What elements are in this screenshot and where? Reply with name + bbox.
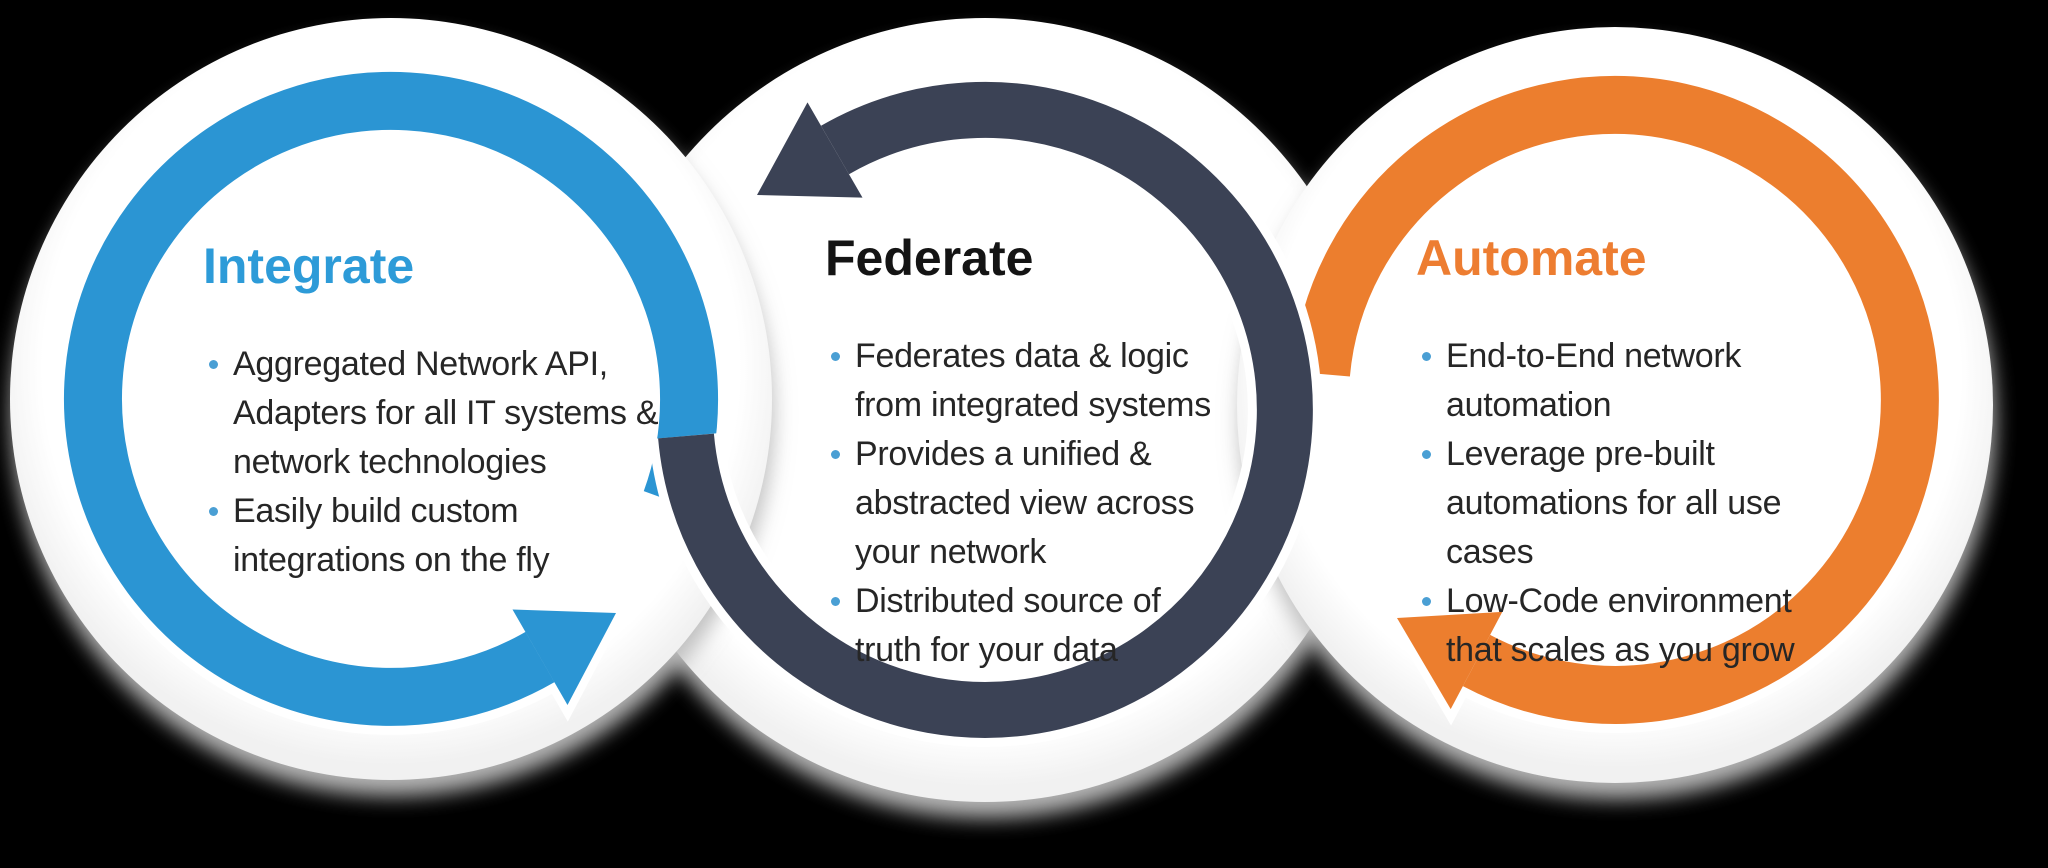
bullet-text: Federates data & logic from integrated s… <box>855 336 1211 424</box>
integrate-bullet-list: Aggregated Network API, Adapters for all… <box>203 340 763 585</box>
automate-ring-arrow <box>1283 66 1948 733</box>
bullet-text: Provides a unified & abstracted view acr… <box>855 434 1195 571</box>
bullet-item: Provides a unified & abstracted view acr… <box>825 430 1345 577</box>
bullet-dot-icon <box>1422 449 1431 459</box>
federate-ring-arc <box>658 81 1313 738</box>
bullet-item: Leverage pre-built automations for all u… <box>1416 430 1936 577</box>
bullet-item: Aggregated Network API, Adapters for all… <box>203 340 763 487</box>
integrate-title: Integrate <box>203 238 415 294</box>
section-integrate: Integrate Aggregated Network API, Adapte… <box>203 238 763 585</box>
bullet-item: Easily build custom integrations on the … <box>203 487 763 585</box>
automate-title: Automate <box>1416 230 1647 286</box>
bullet-dot-icon <box>1422 596 1431 606</box>
integrate-arrowhead <box>512 609 616 705</box>
integrate-ring-arrow <box>55 62 728 735</box>
bullet-text: Easily build custom integrations on the … <box>233 491 550 579</box>
bullet-dot-icon <box>831 596 840 606</box>
bullet-dot-icon <box>209 506 218 516</box>
section-automate: Automate End-to-End network automation L… <box>1416 230 1936 675</box>
bullet-dot-icon <box>831 449 840 459</box>
section-federate: Federate Federates data & logic from int… <box>825 230 1345 675</box>
bullet-item: End-to-End network automation <box>1416 332 1936 430</box>
bullet-text: Aggregated Network API, Adapters for all… <box>233 344 659 481</box>
automate-ring-arc <box>1292 75 1939 724</box>
bullet-item: Low-Code environment that scales as you … <box>1416 577 1936 675</box>
federate-arrowhead <box>757 102 863 198</box>
bullet-dot-icon <box>1422 351 1431 361</box>
integrate-ring-arc <box>64 71 719 726</box>
bullet-text: Low-Code environment that scales as you … <box>1446 581 1795 669</box>
bullet-dot-icon <box>831 351 840 361</box>
automate-arrowhead <box>1397 611 1503 710</box>
bullet-dot-icon <box>209 359 218 369</box>
bullet-text: Distributed source of truth for your dat… <box>855 581 1161 669</box>
bullet-text: End-to-End network automation <box>1446 336 1742 424</box>
federate-ring-arrow <box>649 72 1322 747</box>
federate-bullet-list: Federates data & logic from integrated s… <box>825 332 1345 675</box>
bullet-text: Leverage pre-built automations for all u… <box>1446 434 1782 571</box>
federate-title: Federate <box>825 230 1034 286</box>
bullet-item: Federates data & logic from integrated s… <box>825 332 1345 430</box>
bullet-item: Distributed source of truth for your dat… <box>825 577 1345 675</box>
automate-bullet-list: End-to-End network automation Leverage p… <box>1416 332 1936 675</box>
